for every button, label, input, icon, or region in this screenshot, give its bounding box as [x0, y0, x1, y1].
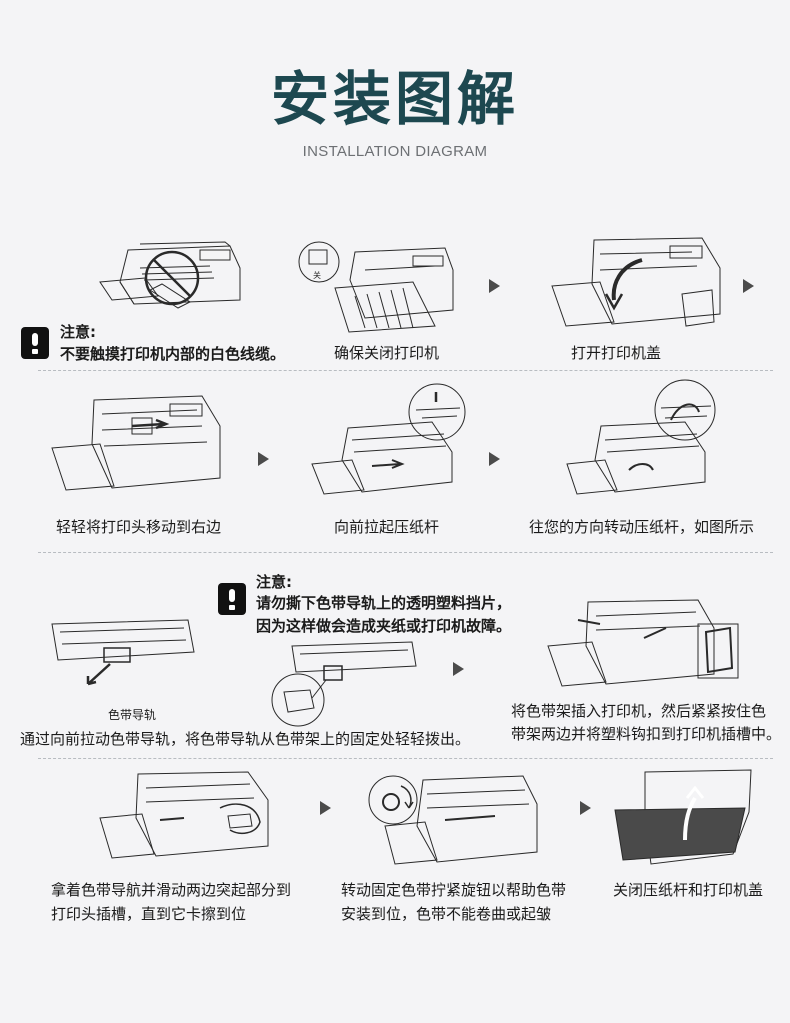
- insert-ribbon-caption-line-1: 将色带架插入打印机，然后紧紧按住色: [511, 702, 767, 720]
- next-arrow-icon: [453, 662, 464, 676]
- next-arrow-icon: [489, 452, 500, 466]
- insert-ribbon-caption-line-2: 带架两边并将塑料钩扣到打印机插槽中。: [511, 725, 782, 743]
- warning-icon: [21, 327, 49, 359]
- step-turn-lever-caption: 往您的方向转动压纸杆，如图所示: [529, 518, 755, 536]
- step-open-cover-caption: 打开打印机盖: [571, 344, 662, 362]
- next-arrow-icon: [320, 801, 331, 815]
- section-divider: [38, 758, 773, 759]
- note-text: 不要触摸打印机内部的白色线缆。: [60, 345, 286, 363]
- insert-ribbon-illustration: [548, 598, 743, 698]
- step-power-off-caption: 确保关闭打印机: [334, 344, 440, 362]
- next-arrow-icon: [258, 452, 269, 466]
- tighten-knob-caption-line-2: 安装到位，色带不能卷曲或起皱: [341, 905, 552, 923]
- ribbon-guide-illustration: [48, 618, 198, 693]
- slide-guide-caption-line-1: 拿着色带导航并滑动两边突起部分到: [51, 881, 292, 899]
- turn-lever-illustration: [567, 378, 732, 498]
- note-label: 注意:: [60, 323, 96, 341]
- slide-guide-illustration: [100, 770, 275, 865]
- printer-power-off-illustration: 关: [295, 240, 465, 335]
- step-pull-lever-caption: 向前拉起压纸杆: [334, 518, 440, 536]
- page-title: 安装图解: [270, 65, 519, 133]
- page-subtitle: INSTALLATION DIAGRAM: [302, 143, 488, 160]
- section-divider: [38, 370, 773, 371]
- next-arrow-icon: [580, 801, 591, 815]
- tighten-knob-illustration: [365, 772, 540, 867]
- section-divider: [38, 552, 773, 553]
- note-label: 注意:: [256, 573, 292, 591]
- next-arrow-icon: [743, 279, 754, 293]
- step-move-head-caption: 轻轻将打印头移动到右边: [56, 518, 222, 536]
- remove-guide-caption: 通过向前拉动色带导轨，将色带导轨从色带架上的固定处轻轻拨出。: [20, 730, 471, 748]
- tighten-knob-caption-line-1: 转动固定色带拧紧旋钮以帮助色带: [341, 881, 567, 899]
- slide-guide-caption-line-2: 打印头插槽，直到它卡擦到位: [51, 905, 247, 923]
- printer-no-touch-illustration: [90, 238, 250, 318]
- move-printhead-illustration: [52, 392, 222, 497]
- note-line-1: 请勿撕下色带导轨上的透明塑料挡片，: [256, 594, 512, 612]
- pull-lever-illustration: [312, 382, 477, 497]
- next-arrow-icon: [489, 279, 500, 293]
- close-cover-caption: 关闭压纸杆和打印机盖: [613, 881, 764, 899]
- note-line-2: 因为这样做会造成夹纸或打印机故障。: [256, 617, 512, 635]
- close-cover-illustration: [615, 768, 755, 868]
- ribbon-guide-label: 色带导轨: [108, 708, 157, 722]
- ribbon-cartridge-illustration: [270, 640, 420, 730]
- printer-open-cover-illustration: [552, 234, 727, 334]
- switch-label: 关: [313, 270, 321, 280]
- warning-icon: [218, 583, 246, 615]
